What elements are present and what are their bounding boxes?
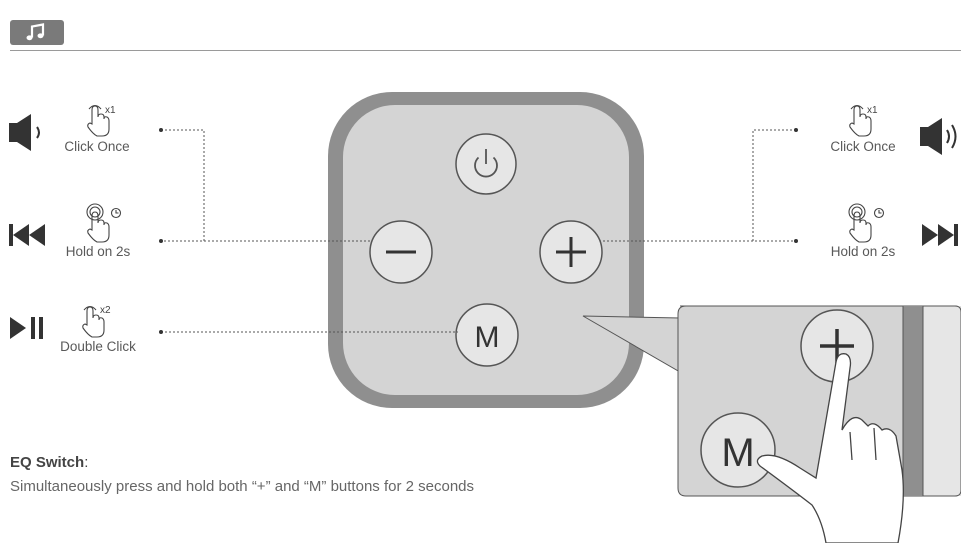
minus-button [369, 220, 433, 284]
label-hold-left: Hold on 2s [66, 244, 131, 259]
pressing-hand-icon [756, 353, 904, 543]
click-hand-icon-right [849, 104, 872, 137]
volume-up-icon [920, 118, 957, 155]
zoom-mode-button: M [700, 412, 776, 488]
zoom-plus-button [800, 309, 874, 383]
power-button [455, 133, 517, 195]
header-divider [10, 50, 961, 51]
multiplier-x1-right: x1 [867, 105, 878, 116]
hold-hand-icon-right [848, 203, 885, 243]
play-pause-icon [10, 317, 43, 339]
eq-switch-title: EQ Switch: [10, 454, 89, 471]
zoom-mode-label: M [721, 431, 754, 475]
next-track-icon [922, 224, 958, 246]
speaker-device [328, 92, 644, 408]
double-click-hand-icon [82, 305, 105, 338]
label-click-once-left: Click Once [64, 139, 129, 154]
multiplier-x2: x2 [100, 305, 111, 316]
power-icon [474, 149, 498, 178]
eq-switch-description: Simultaneously press and hold both “+” a… [10, 478, 475, 495]
click-hand-icon-left-1 [87, 104, 110, 137]
mode-button-label: M [475, 321, 500, 354]
multiplier-x1-left: x1 [105, 105, 116, 116]
music-note-badge [10, 20, 64, 45]
label-hold-right: Hold on 2s [831, 244, 896, 259]
label-click-once-right: Click Once [830, 139, 895, 154]
music-note-icon [26, 23, 45, 41]
volume-down-icon [9, 114, 40, 151]
previous-track-icon [9, 224, 45, 246]
leader-lines [161, 129, 796, 333]
leader-dots [159, 128, 798, 334]
hold-hand-icon-left [86, 203, 122, 243]
label-double-click: Double Click [60, 339, 136, 354]
plus-button [539, 220, 603, 284]
mode-button: M [455, 303, 519, 367]
